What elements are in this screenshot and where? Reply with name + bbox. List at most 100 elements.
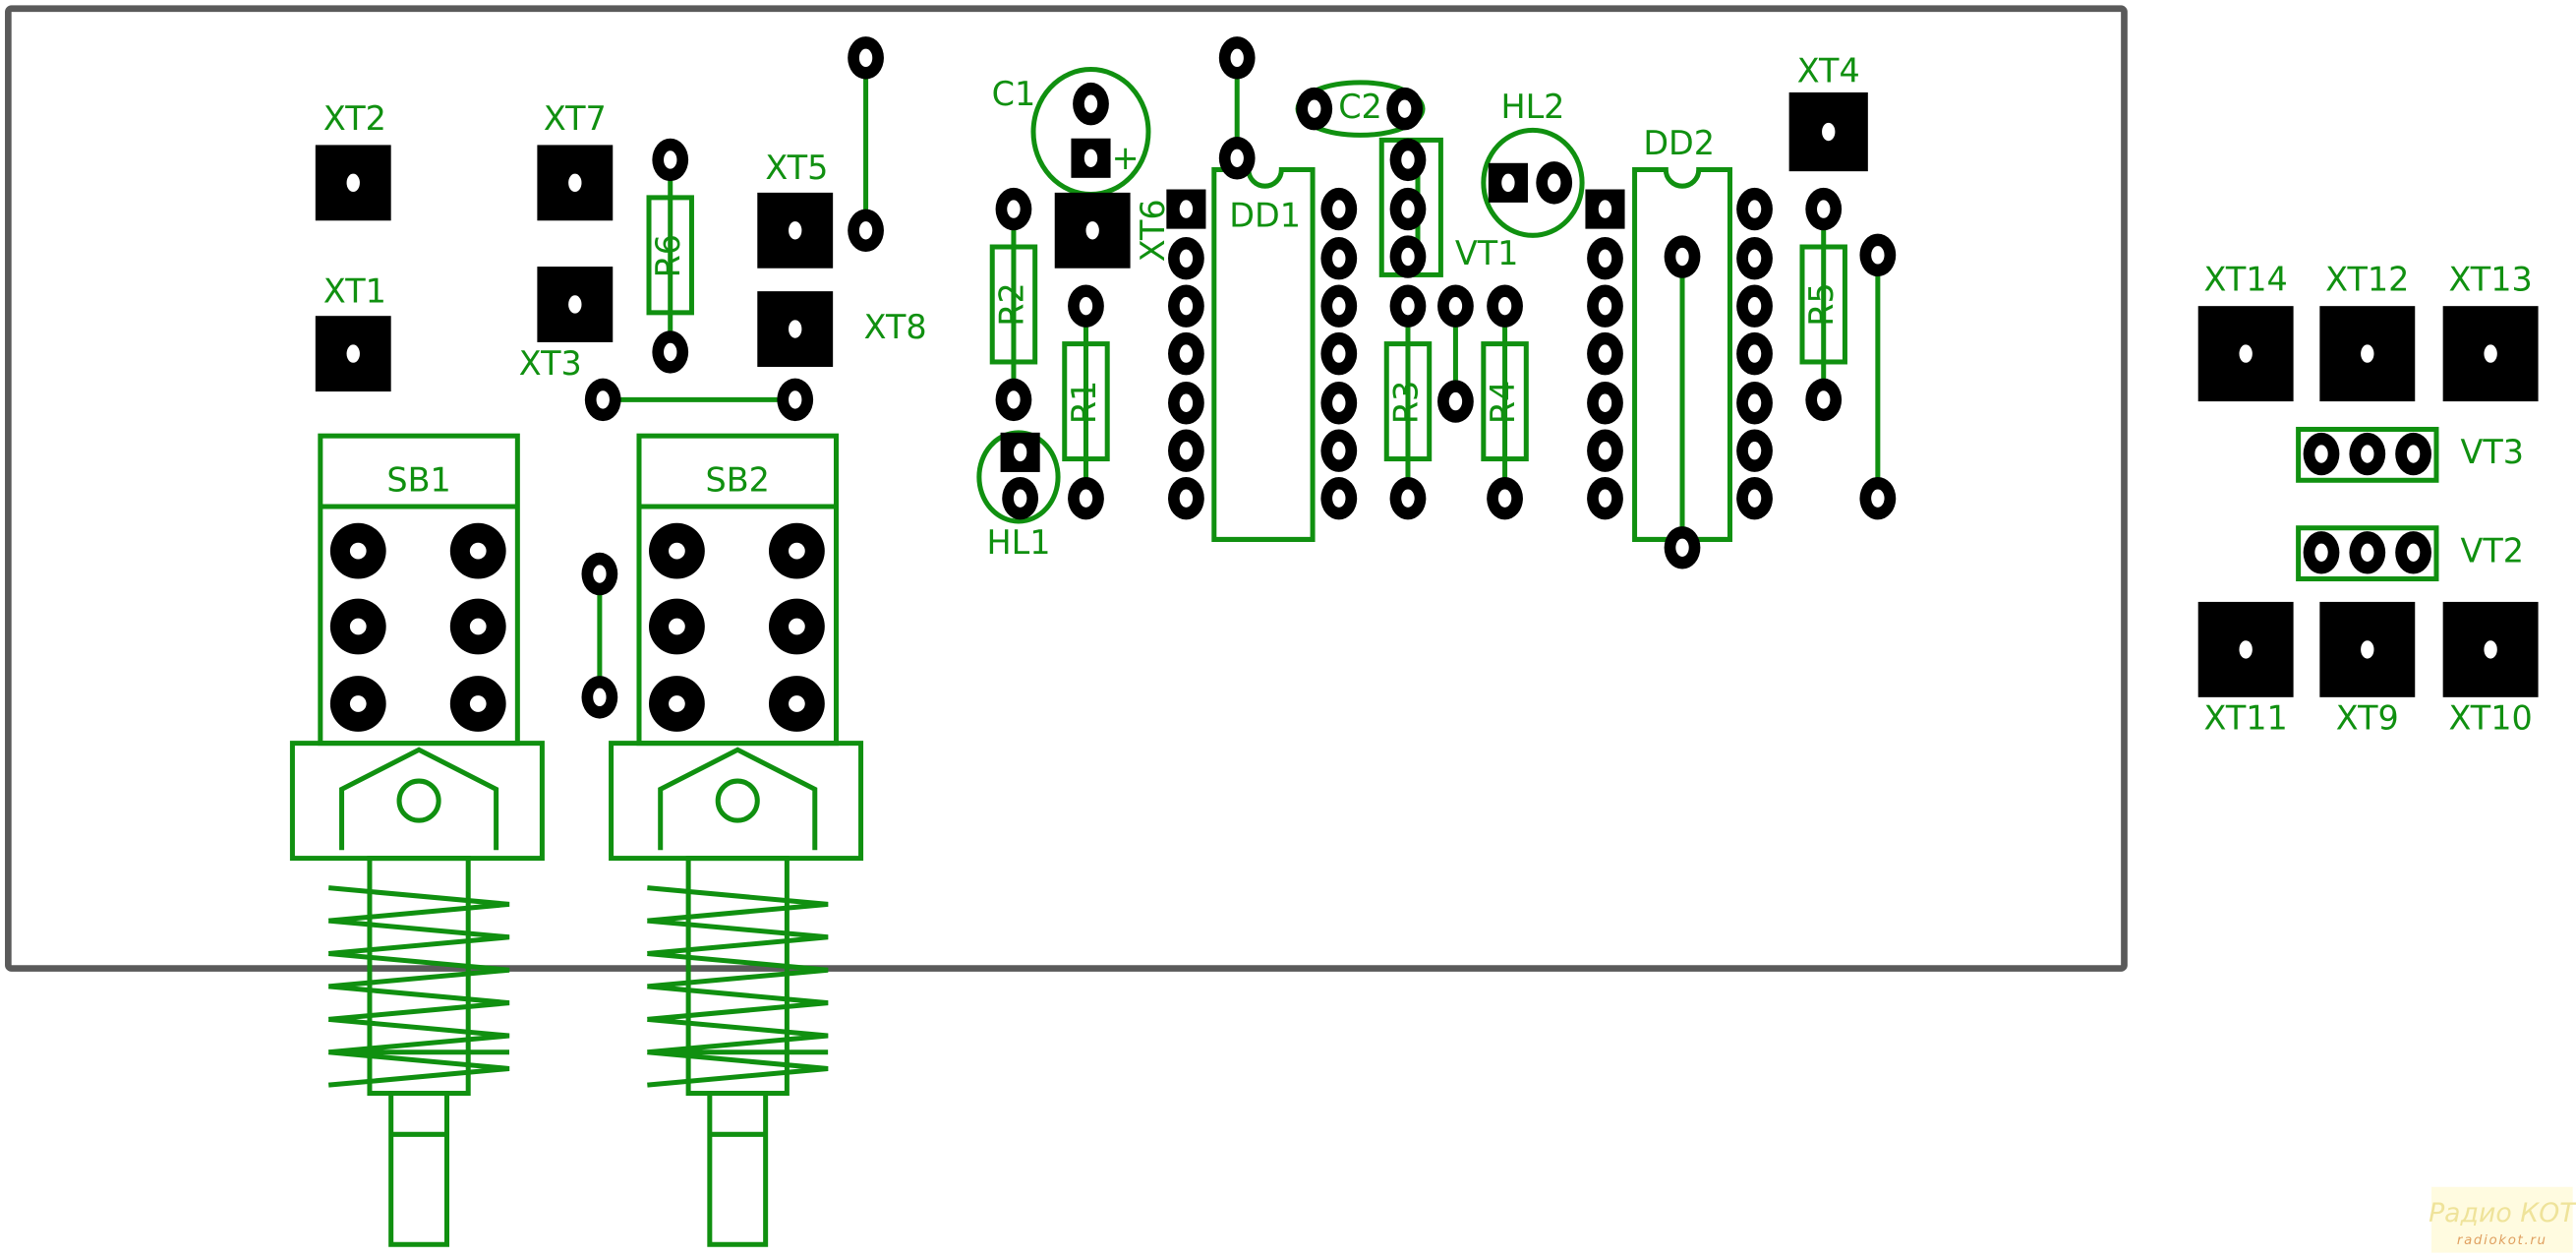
- square-pad: [2442, 601, 2539, 697]
- board-outline: [5, 5, 2128, 972]
- pad-hole: [596, 390, 610, 409]
- round-pad: [1487, 284, 1523, 328]
- label-dd1: DD1: [1229, 196, 1301, 234]
- pad-hole: [1079, 489, 1093, 508]
- pad-hole: [789, 542, 805, 560]
- pad-hole: [469, 695, 487, 712]
- label-hl1: HL1: [986, 523, 1050, 562]
- round-pad: [1389, 138, 1427, 182]
- label-r4: R4: [1484, 381, 1522, 424]
- round-pad: [1320, 382, 1358, 425]
- square-pad: [1000, 432, 1040, 472]
- pad-hole: [789, 618, 805, 635]
- pad-hole: [1871, 246, 1885, 265]
- pad-hole: [664, 150, 677, 169]
- resistor-body-r4: [1481, 341, 1529, 462]
- round-pad: [1218, 137, 1256, 180]
- round-pad: [1736, 429, 1773, 472]
- pad-hole: [1179, 296, 1194, 316]
- round-pad: [768, 598, 825, 655]
- switch-housing-shape: [339, 747, 499, 851]
- pad-hole: [1230, 149, 1244, 167]
- pad-hole: [2239, 344, 2253, 363]
- ic-dd1-outline: [1211, 166, 1316, 542]
- c1-polarity-mark: +: [1112, 139, 1140, 177]
- pad-hole: [1083, 149, 1098, 167]
- label-xt8: XT8: [864, 308, 927, 346]
- round-pad: [652, 330, 689, 374]
- switch-spring: [647, 885, 829, 1088]
- pad-hole: [1401, 200, 1415, 218]
- round-pad: [449, 522, 506, 579]
- pad-hole: [593, 565, 607, 583]
- round-pad: [581, 676, 618, 719]
- square-pad: [1788, 91, 1868, 172]
- pad-hole: [789, 221, 802, 240]
- label-xt13: XT13: [2449, 261, 2533, 299]
- label-sb1: SB1: [386, 460, 450, 499]
- pad-hole: [1598, 442, 1612, 460]
- pad-hole: [2361, 445, 2374, 463]
- switch-housing-shape: [658, 747, 818, 851]
- pad-hole: [1179, 442, 1194, 460]
- label-c2: C2: [1338, 88, 1382, 126]
- label-vt3: VT3: [2461, 433, 2525, 471]
- round-pad: [1389, 187, 1427, 231]
- round-pad: [1859, 476, 1897, 520]
- pad-hole: [669, 542, 685, 560]
- pad-hole: [593, 688, 607, 707]
- pad-hole: [1179, 393, 1194, 412]
- round-pad: [1859, 233, 1897, 277]
- pad-hole: [1497, 489, 1512, 508]
- round-pad: [1389, 235, 1427, 278]
- label-c1: C1: [992, 75, 1036, 113]
- round-pad: [2303, 531, 2340, 574]
- resistor-body-r2: [989, 244, 1038, 365]
- ic-dd2-outline: [1632, 166, 1732, 542]
- pad-hole: [1007, 200, 1021, 218]
- switch-sb1-housing: [289, 741, 545, 862]
- pad-hole: [1598, 489, 1612, 508]
- pad-hole: [1747, 344, 1762, 363]
- pad-hole: [1332, 296, 1346, 316]
- pad-hole: [2314, 445, 2328, 463]
- pad-hole: [1747, 489, 1762, 508]
- label-hl2: HL2: [1500, 88, 1564, 126]
- round-pad: [1805, 187, 1843, 231]
- pad-hole: [1448, 391, 1463, 411]
- label-xt4: XT4: [1797, 51, 1860, 90]
- pad-hole: [1332, 442, 1346, 460]
- label-xt11: XT11: [2204, 699, 2288, 738]
- pad-hole: [2361, 640, 2374, 659]
- pad-hole: [1822, 122, 1836, 142]
- pad-hole: [2406, 445, 2421, 463]
- pad-hole: [664, 342, 677, 362]
- resistor-body-r5: [1799, 244, 1847, 365]
- round-pad: [1386, 87, 1424, 131]
- round-pad: [1587, 429, 1623, 472]
- label-xt5: XT5: [765, 149, 828, 187]
- square-pad: [2197, 306, 2294, 402]
- pad-hole: [1007, 390, 1021, 409]
- pad-hole: [1501, 173, 1515, 193]
- round-pad: [1320, 236, 1358, 280]
- square-pad: [2442, 306, 2539, 402]
- square-pad: [315, 145, 391, 221]
- resistor-body-r3: [1383, 341, 1433, 462]
- label-xt6: XT6: [1134, 199, 1172, 262]
- pad-hole: [1308, 99, 1321, 118]
- round-pad: [1068, 476, 1104, 520]
- pad-hole: [2406, 543, 2421, 562]
- label-xt9: XT9: [2336, 699, 2399, 738]
- round-pad: [2349, 531, 2386, 574]
- label-dd2: DD2: [1643, 124, 1715, 162]
- pad-hole: [1871, 489, 1885, 508]
- round-pad: [1805, 378, 1843, 422]
- round-pad: [1587, 476, 1623, 520]
- square-pad: [1585, 189, 1625, 229]
- square-pad: [2197, 601, 2294, 697]
- pad-hole: [1497, 296, 1512, 316]
- pad-hole: [1332, 249, 1346, 268]
- pad-hole: [1598, 344, 1612, 363]
- pad-hole: [1598, 296, 1612, 316]
